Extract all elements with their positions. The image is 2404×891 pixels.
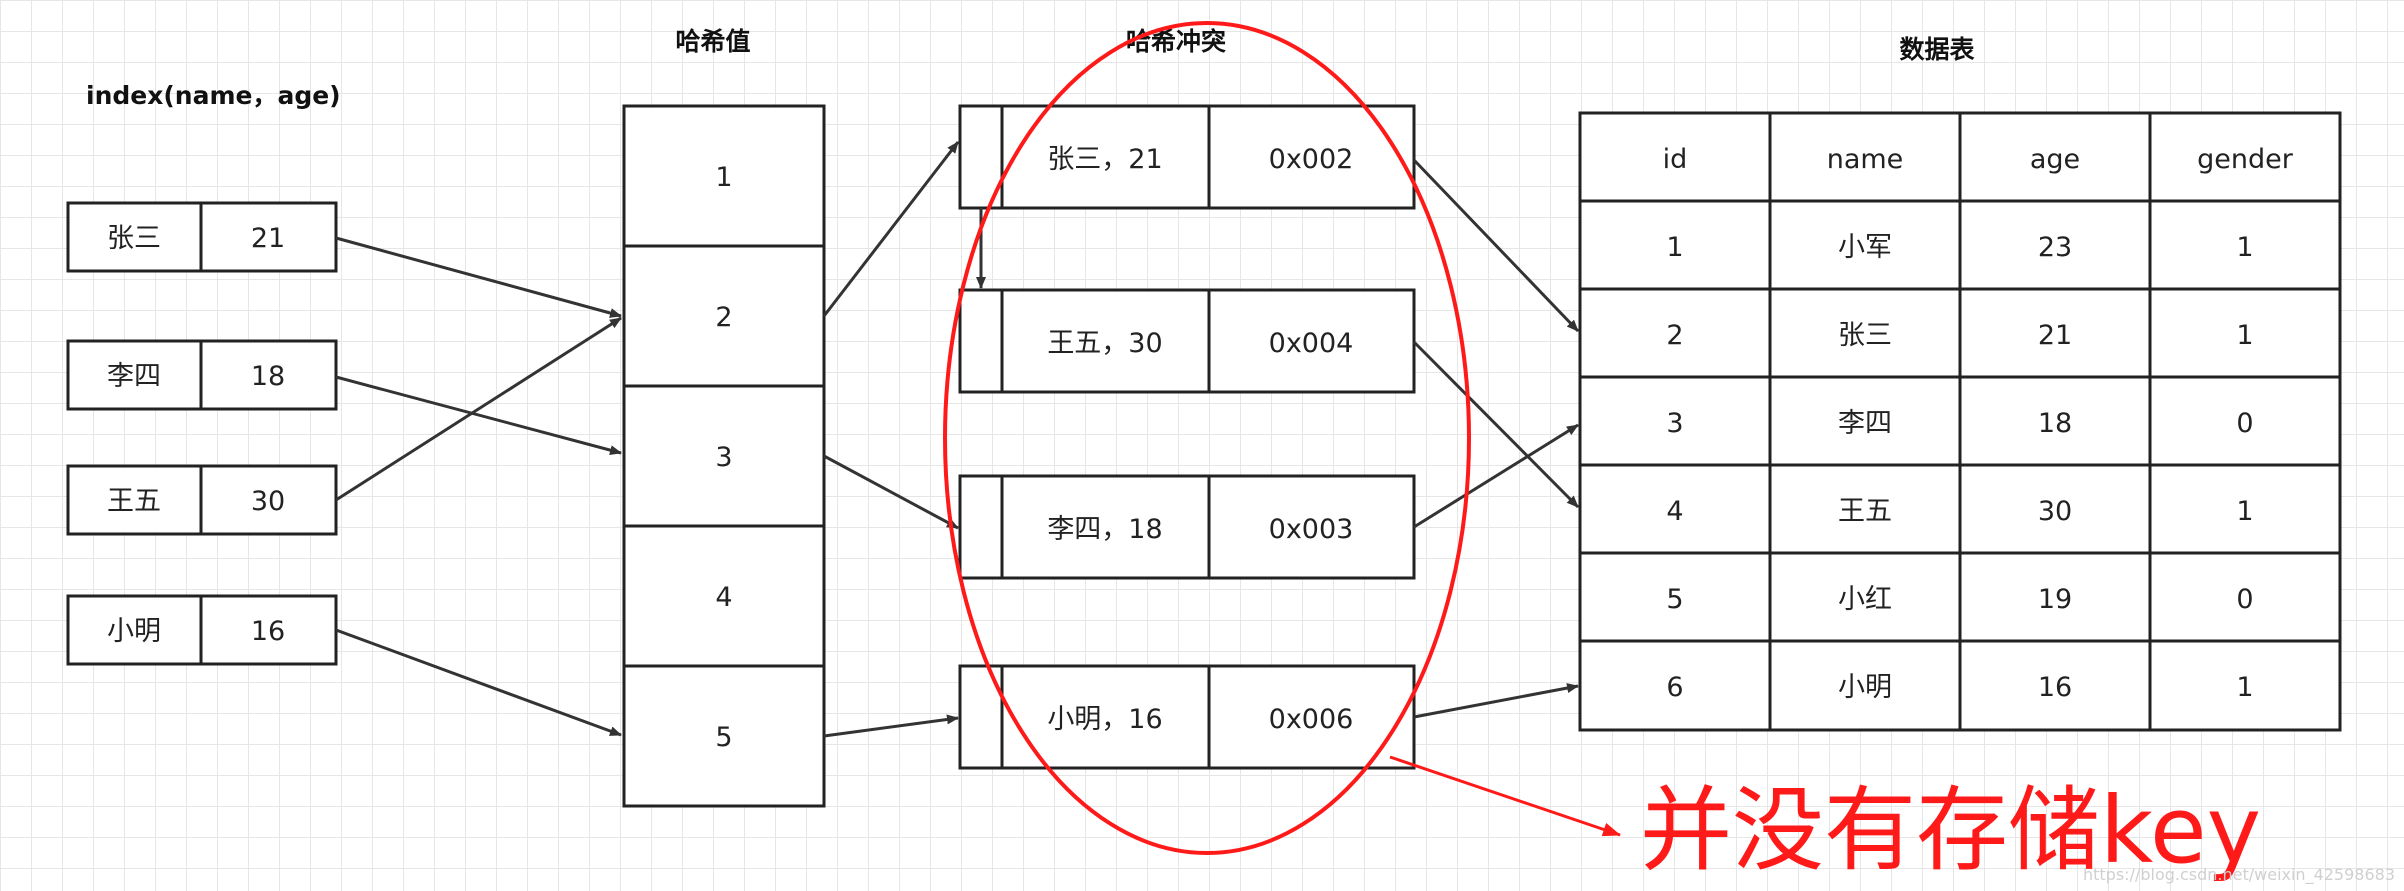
table-row: 6 小明 16 1 — [1666, 672, 2253, 703]
table-cell: 张三 — [1838, 320, 1892, 351]
arrow — [1413, 683, 1579, 719]
bucket-key: 李四，18 — [1047, 514, 1162, 545]
arrow — [335, 316, 622, 502]
bucket-entry: 李四，18 0x003 — [958, 474, 1416, 580]
arrow — [335, 375, 622, 455]
annotation-arrow — [1389, 755, 1621, 837]
table-row: 1 小军 23 1 — [1666, 232, 2253, 263]
collision-highlight-ellipse — [943, 21, 1471, 855]
bucket-address: 0x003 — [1269, 514, 1354, 545]
hash-value: 4 — [715, 582, 732, 613]
collision-title: 哈希冲突 — [1126, 27, 1226, 56]
arrow — [1413, 423, 1579, 529]
index-name: 李四 — [107, 361, 161, 392]
bucket-key: 小明，16 — [1047, 704, 1162, 735]
table-cell: 1 — [2236, 496, 2253, 527]
hash-value: 3 — [715, 442, 732, 473]
bucket-key: 张三，21 — [1047, 144, 1162, 175]
table-row: 5 小红 19 0 — [1666, 584, 2253, 615]
table-header: name — [1827, 144, 1904, 175]
table-cell: 1 — [2236, 232, 2253, 263]
bucket-address: 0x002 — [1269, 144, 1354, 175]
table-cell: 16 — [2038, 672, 2072, 703]
index-age: 21 — [251, 223, 285, 254]
index-age: 16 — [251, 616, 285, 647]
table-cell: 2 — [1666, 320, 1683, 351]
index-entry: 小明 16 — [66, 594, 338, 666]
index-entry: 王五 30 — [66, 464, 338, 536]
table-cell: 1 — [2236, 672, 2253, 703]
table-cell: 小明 — [1838, 672, 1892, 703]
index-title: index(name，age) — [86, 81, 341, 110]
arrow — [335, 236, 622, 318]
arrow — [822, 141, 960, 317]
table-cell: 4 — [1666, 496, 1683, 527]
bucket-address: 0x004 — [1269, 328, 1354, 359]
index-age: 18 — [251, 361, 285, 392]
index-name: 王五 — [107, 486, 161, 517]
index-name: 张三 — [107, 223, 161, 254]
table-cell: 30 — [2038, 496, 2072, 527]
table-cell: 3 — [1666, 408, 1683, 439]
table-cell: 23 — [2038, 232, 2072, 263]
bucket-entry: 王五，30 0x004 — [958, 288, 1416, 394]
table-cell: 18 — [2038, 408, 2072, 439]
arrow — [823, 714, 959, 738]
table-header: gender — [2197, 144, 2294, 175]
table-cell: 6 — [1666, 672, 1683, 703]
bucket-entry: 张三，21 0x002 — [958, 104, 1416, 210]
hash-to-bucket-arrows — [822, 141, 986, 738]
index-name: 小明 — [107, 616, 161, 647]
table-cell: 1 — [2236, 320, 2253, 351]
hash-value: 1 — [715, 162, 732, 193]
arrow — [1412, 158, 1580, 333]
table-header: id — [1663, 144, 1688, 175]
bucket-entry: 小明，16 0x006 — [958, 664, 1416, 770]
table-cell: 1 — [1666, 232, 1683, 263]
hash-title: 哈希值 — [675, 27, 750, 56]
index-to-hash-arrows — [335, 236, 622, 737]
index-entry: 李四 18 — [66, 339, 338, 411]
table-row: 3 李四 18 0 — [1666, 408, 2253, 439]
table-cell: 5 — [1666, 584, 1683, 615]
hash-column: 1 2 3 4 5 — [622, 104, 826, 808]
table-cell: 李四 — [1838, 408, 1892, 439]
index-entry: 张三 21 — [66, 201, 338, 273]
table-row: 2 张三 21 1 — [1666, 320, 2253, 351]
table-cell: 0 — [2236, 408, 2253, 439]
arrow — [335, 628, 622, 737]
hash-value: 2 — [715, 302, 732, 333]
watermark: https://blog.csdn.net/weixin_42598683 — [2083, 865, 2395, 885]
table-cell: 21 — [2038, 320, 2072, 351]
arrow — [1412, 340, 1580, 509]
index-age: 30 — [251, 486, 285, 517]
table-title: 数据表 — [1899, 35, 1975, 64]
table-header: age — [2030, 144, 2080, 175]
table-cell: 19 — [2038, 584, 2072, 615]
arrow — [823, 454, 959, 530]
table-cell: 0 — [2236, 584, 2253, 615]
bucket-address: 0x006 — [1269, 704, 1354, 735]
bucket-to-table-arrows — [1412, 158, 1580, 719]
table-cell: 小军 — [1838, 232, 1892, 263]
table-cell: 王五 — [1838, 496, 1892, 527]
data-table: id name age gender 1 小军 23 1 2 张三 21 1 3… — [1578, 111, 2342, 732]
bucket-key: 王五，30 — [1047, 328, 1162, 359]
hash-value: 5 — [715, 722, 732, 753]
annotation-text: 并没有存储key — [1640, 777, 2261, 884]
table-cell: 小红 — [1838, 584, 1892, 615]
table-row: 4 王五 30 1 — [1666, 496, 2253, 527]
